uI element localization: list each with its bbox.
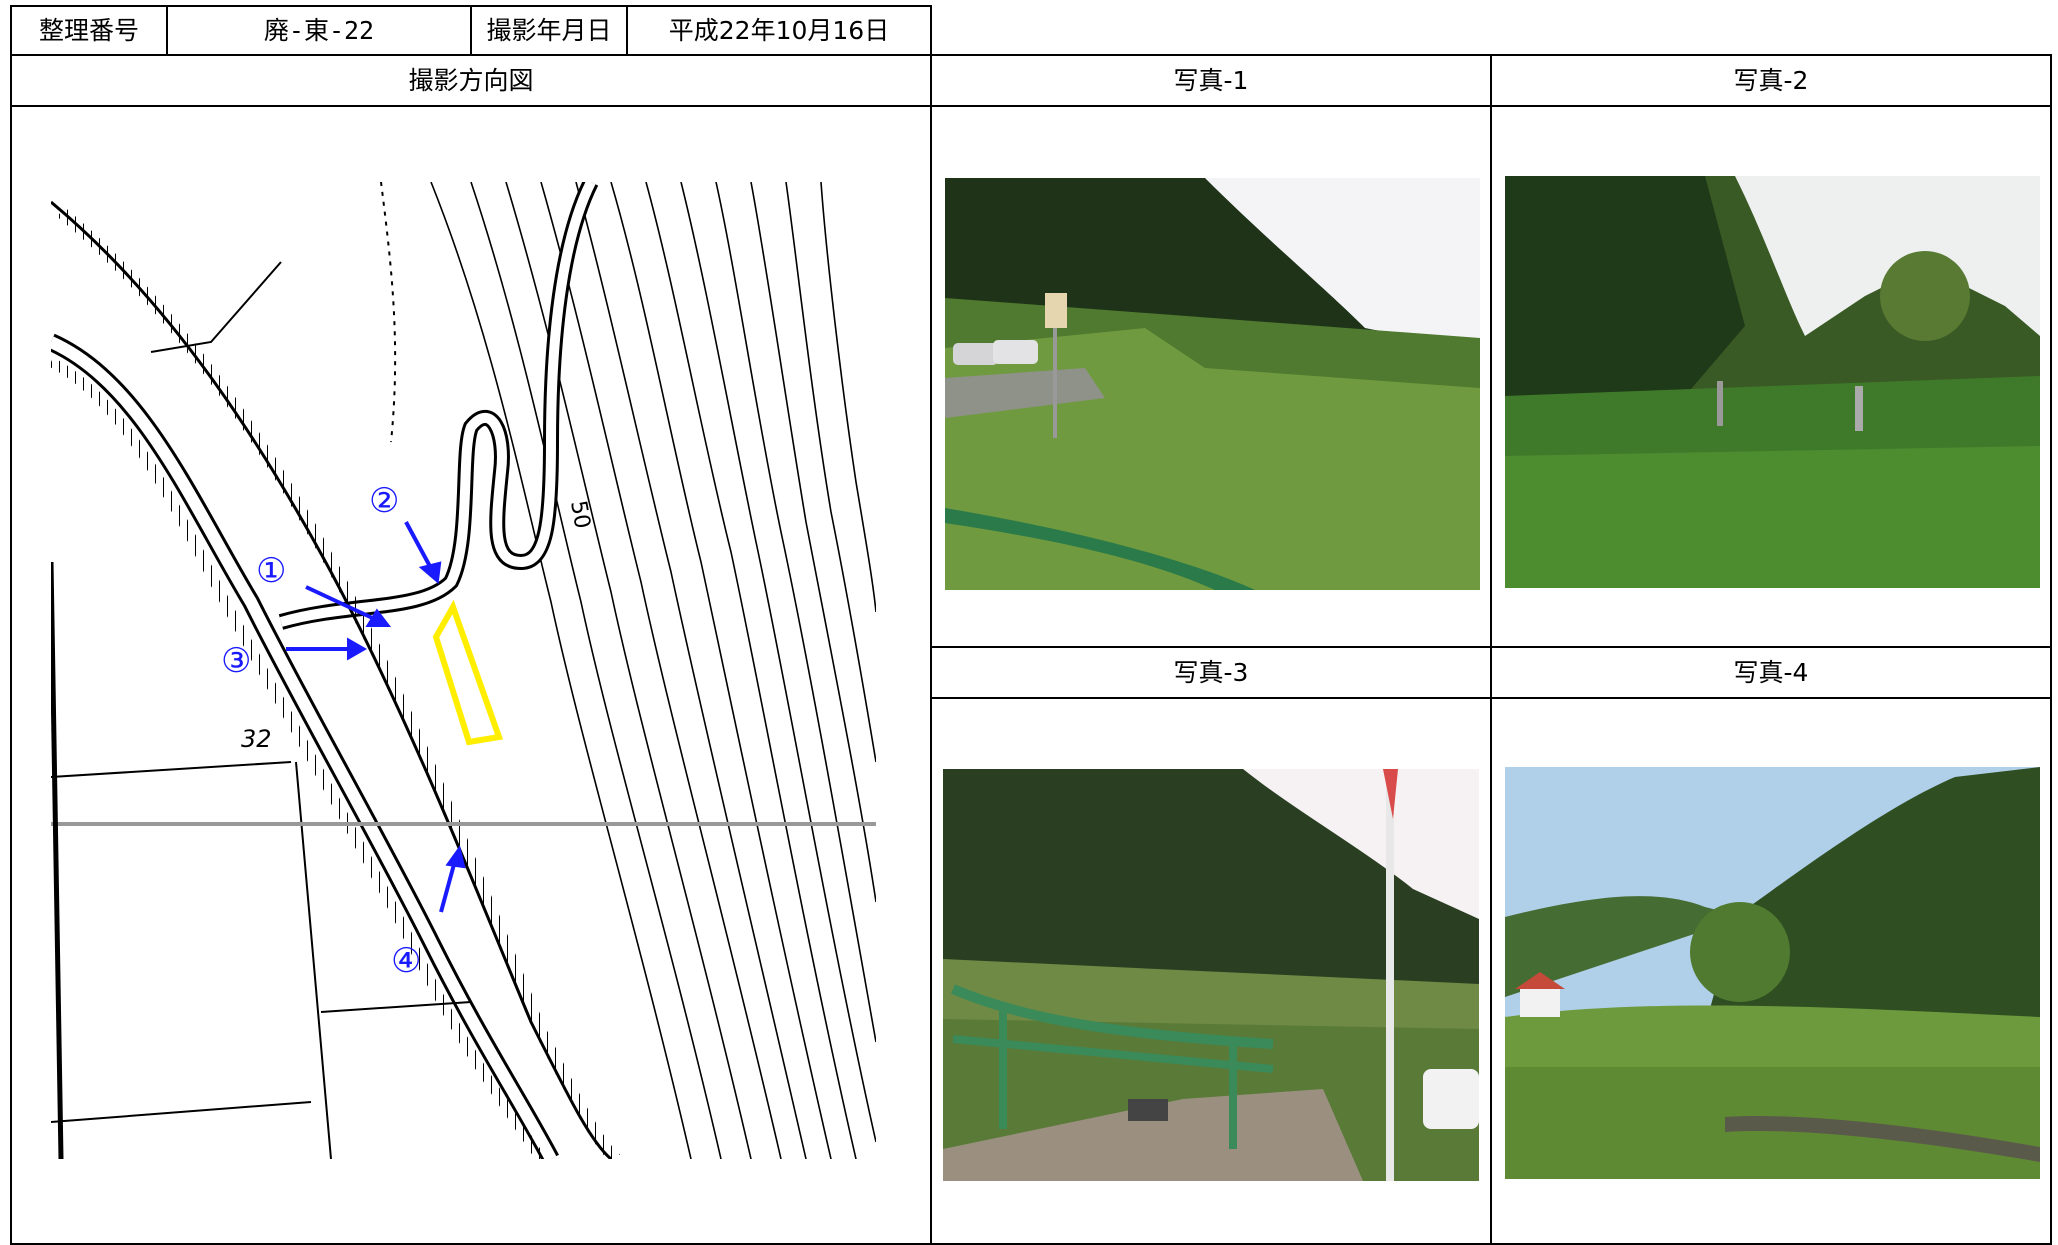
survey-area xyxy=(432,599,504,746)
elevation-label-32: 32 xyxy=(241,725,272,753)
photo-4-image xyxy=(1505,767,2040,1179)
number-value: 廃-東-22 xyxy=(263,16,375,45)
date-label: 撮影年月日 xyxy=(486,16,612,45)
photo-1-label: 写真-1 xyxy=(1173,66,1249,95)
number-value-cell: 廃-東-22 xyxy=(166,5,472,56)
photo-3-image xyxy=(943,769,1479,1181)
date-value-cell: 平成22年10月16日 xyxy=(626,5,932,56)
marker-3: ③ xyxy=(221,641,251,681)
date-value: 平成22年10月16日 xyxy=(668,16,890,45)
map-title-cell: 撮影方向図 xyxy=(10,54,932,107)
number-label: 整理番号 xyxy=(38,16,139,45)
photo-3-label-cell: 写真-3 xyxy=(930,646,1492,699)
photo-1-image xyxy=(945,178,1480,590)
marker-1: ① xyxy=(256,551,286,591)
photo-2-image xyxy=(1505,176,2040,588)
number-label-cell: 整理番号 xyxy=(10,5,168,56)
marker-4: ④ xyxy=(391,941,421,981)
map-title: 撮影方向図 xyxy=(408,66,534,95)
map-contours xyxy=(430,182,876,1159)
marker-2: ② xyxy=(369,481,399,521)
contour-label-50: 50 xyxy=(565,499,594,531)
topographic-map: 50 32 ① ② ③ ④ xyxy=(51,182,876,1159)
direction-arrows xyxy=(286,521,466,913)
photo-4-label-cell: 写真-4 xyxy=(1490,646,2052,699)
railway xyxy=(51,200,612,1159)
date-label-cell: 撮影年月日 xyxy=(470,5,628,56)
photo-4-label: 写真-4 xyxy=(1733,658,1809,687)
photo-1-label-cell: 写真-1 xyxy=(930,54,1492,107)
photo-2-label: 写真-2 xyxy=(1733,66,1809,95)
direction-markers: ① ② ③ ④ xyxy=(221,481,421,981)
photo-3-label: 写真-3 xyxy=(1173,658,1249,687)
map-boundary-lines xyxy=(51,261,472,1159)
photo-2-label-cell: 写真-2 xyxy=(1490,54,2052,107)
